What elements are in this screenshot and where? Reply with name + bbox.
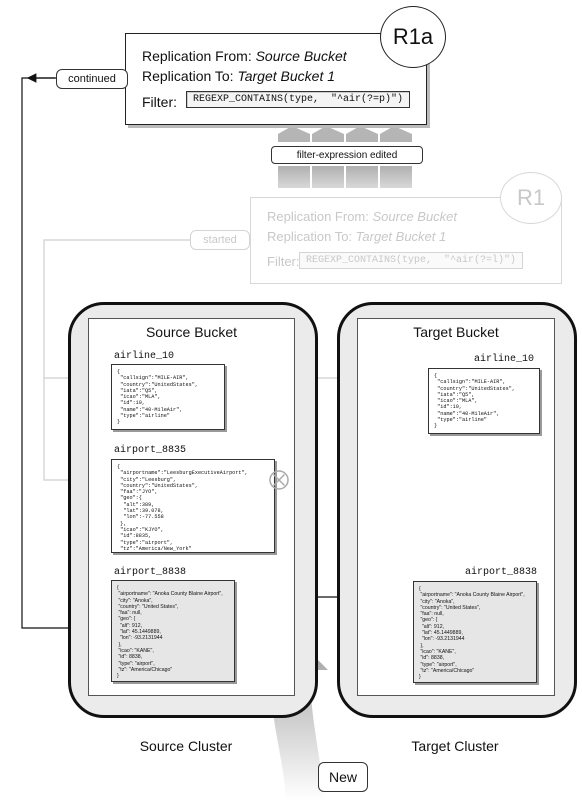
filter-expression: REGEXP_CONTAINS(type, "^air(?=p)") [186, 91, 411, 108]
doc-airport-8838: { "airportname": "Anoka County Blaine Ai… [413, 581, 537, 683]
replication-to: Replication To: Target Bucket 1 [267, 229, 447, 244]
blocked-icon [268, 469, 290, 491]
doc-key-airport-8838: airport_8838 [114, 567, 187, 578]
started-label: started [190, 230, 250, 250]
doc-key-airport-8835: airport_8835 [114, 445, 187, 456]
edited-label: filter-expression edited [271, 146, 423, 164]
badge-r1: R1 [500, 172, 562, 224]
step-blocks-top [278, 126, 412, 142]
doc-airport-8838: { "airportname": "Anoka County Blaine Ai… [111, 580, 235, 682]
doc-airline-10: { "callsign":"MILE-AIR", "country":"Unit… [428, 368, 540, 434]
continued-label: continued [56, 69, 128, 89]
filter-label: Filter: [267, 254, 300, 269]
replication-from: Replication From: Source Bucket [142, 48, 347, 64]
new-label: New [318, 762, 368, 792]
filter-label: Filter: [142, 94, 177, 110]
doc-airport-8835: { "airportname":"LeesburgExecutiveAirpor… [111, 459, 275, 553]
doc-key-airline-10: airline_10 [474, 354, 535, 365]
doc-airline-10: { "callsign":"MILE-AIR", "country":"Unit… [111, 364, 225, 430]
doc-key-airline-10: airline_10 [114, 351, 175, 362]
source-cluster-label: Source Cluster [139, 738, 233, 754]
replication-from: Replication From: Source Bucket [267, 209, 458, 224]
target-bucket-title: Target Bucket [413, 324, 499, 340]
badge-r1a: R1a [380, 6, 446, 68]
doc-key-airport-8838: airport_8838 [465, 567, 538, 578]
replication-to: Replication To: Target Bucket 1 [142, 68, 336, 84]
step-blocks-bottom [278, 166, 412, 188]
filter-expression: REGEXP_CONTAINS(type, "^air(?=l)") [299, 252, 524, 269]
target-cluster-label: Target Cluster [411, 738, 499, 754]
source-bucket-title: Source Bucket [145, 324, 238, 340]
